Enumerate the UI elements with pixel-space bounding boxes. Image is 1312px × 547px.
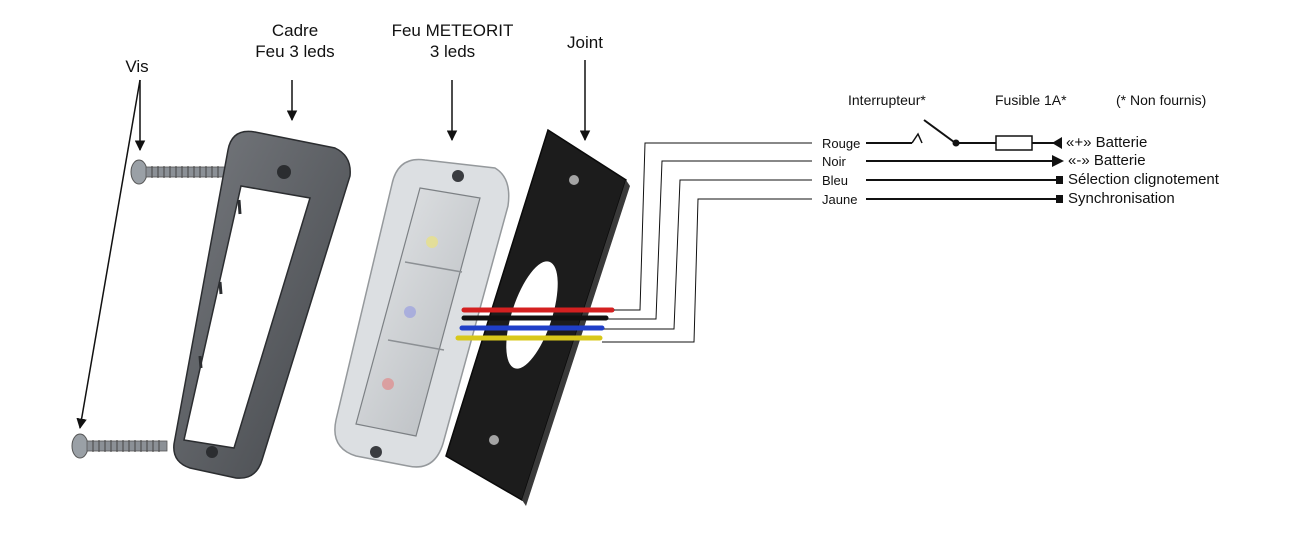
wire-name-bleu: Bleu (822, 173, 849, 188)
label-vis: Vis (125, 57, 149, 76)
label-note: (* Non fournis) (1116, 92, 1207, 108)
wire-name-noir: Noir (822, 154, 846, 169)
fuse-symbol (995, 135, 1033, 151)
lamp-feu-meteorit (334, 158, 510, 468)
label-cadre-line2: Feu 3 leds (255, 42, 335, 61)
label-interrupteur: Interrupteur* (848, 92, 926, 108)
gasket-joint (445, 128, 630, 506)
label-feu-line1: Feu METEORIT (391, 21, 514, 40)
vis-arrow-bottom (76, 79, 141, 430)
terminal-plus-batterie: «+» Batterie (1066, 134, 1148, 151)
label-cadre-line1: Cadre (271, 21, 319, 40)
wire-name-rouge: Rouge (822, 136, 861, 151)
switch-contact (911, 132, 923, 144)
switch-lever (923, 119, 955, 143)
terminal-minus-batterie: «-» Batterie (1068, 152, 1146, 169)
label-feu: Feu METEORIT 3 leds (380, 20, 525, 62)
wire-name-jaune: Jaune (822, 192, 858, 207)
terminal-lines (866, 119, 1064, 203)
label-arrows (76, 60, 591, 430)
label-fusible: Fusible 1A* (995, 92, 1067, 108)
frame-cadre (173, 130, 351, 479)
blue-terminal-square (1056, 176, 1063, 184)
minus-terminal-arrow (1052, 155, 1064, 167)
terminal-selection-clignotement: Sélection clignotement (1068, 171, 1219, 188)
screw-top (130, 159, 227, 185)
wire-leads (602, 142, 812, 343)
plus-terminal-arrow (1052, 137, 1062, 149)
screw-bottom (71, 433, 168, 459)
wire-bundle (455, 307, 615, 341)
label-joint: Joint (567, 33, 603, 52)
yellow-terminal-square (1056, 195, 1063, 203)
label-cadre: Cadre Feu 3 leds (240, 20, 350, 62)
label-feu-line2: 3 leds (429, 42, 476, 61)
terminal-synchronisation: Synchronisation (1068, 190, 1175, 207)
